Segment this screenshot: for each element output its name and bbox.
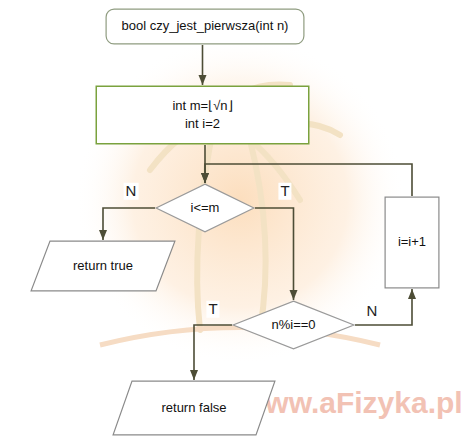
output-parallelogram: return false <box>112 380 276 436</box>
watermark: www.aFizyka.pl <box>242 388 463 418</box>
process-box-outline <box>95 85 310 145</box>
node-text: int i=2 <box>185 115 220 133</box>
flow-arrow <box>355 289 412 325</box>
output-parallelogram-shape <box>113 381 275 435</box>
flow-arrow <box>255 208 294 300</box>
decision-diamond: i<=m <box>155 183 255 233</box>
sun-logo <box>75 35 405 365</box>
process-box: int m=⌊√n⌋int i=2 <box>95 85 310 145</box>
function-header: bool czy_jest_pierwsza(int n) <box>105 8 305 45</box>
node-text: i=i+1 <box>398 233 426 251</box>
process-box-shape <box>96 86 309 144</box>
node-text: n%i==0 <box>271 316 315 334</box>
node-text: return true <box>73 257 133 275</box>
branch-label: T <box>278 183 291 200</box>
decision-diamond-shape <box>156 184 254 232</box>
decision-diamond-shape <box>233 301 354 349</box>
flow-arrow <box>103 208 155 240</box>
node-text: i<=m <box>191 199 220 217</box>
branch-label: T <box>206 301 219 318</box>
decision-diamond: n%i==0 <box>232 300 355 350</box>
flow-arrow <box>202 45 204 85</box>
flow-arrow <box>205 164 412 196</box>
output-parallelogram: return true <box>30 240 176 292</box>
function-header-shape <box>106 9 304 44</box>
process-box-shape <box>385 197 439 288</box>
node-text: bool czy_jest_pierwsza(int n) <box>122 17 289 35</box>
process-box: i=i+1 <box>384 196 440 289</box>
output-parallelogram-shape <box>31 241 175 291</box>
branch-label: N <box>365 303 380 320</box>
flow-arrow <box>194 325 232 380</box>
node-text: return false <box>161 399 226 417</box>
branch-label: N <box>124 183 139 200</box>
node-text: int m=⌊√n⌋ <box>172 97 232 115</box>
